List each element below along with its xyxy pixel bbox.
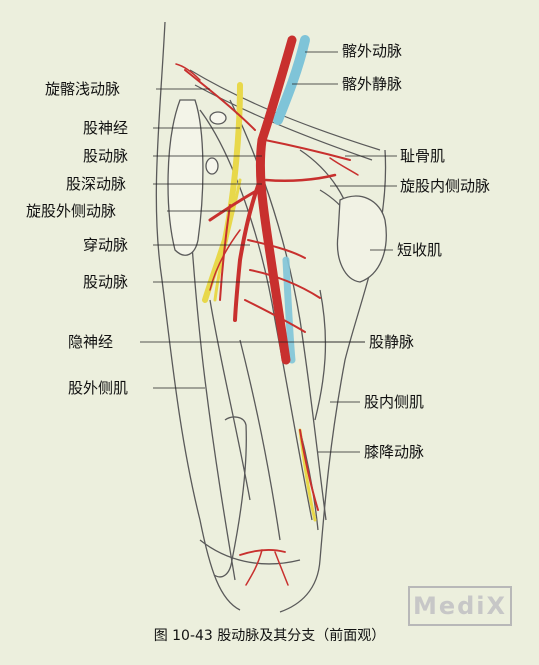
label-femoral-nerve: 股神经	[83, 119, 129, 137]
label-external-iliac-vein: 髂外静脉	[342, 75, 403, 93]
label-femoral-vein: 股静脉	[369, 333, 415, 351]
label-vastus-lateralis: 股外侧肌	[68, 379, 129, 397]
veins	[273, 35, 310, 125]
label-deep-femoral-artery: 股深动脉	[66, 175, 127, 193]
label-medial-circumflex-femoral-artery: 旋股内侧动脉	[400, 177, 491, 195]
label-saphenous-nerve: 隐神经	[68, 333, 114, 351]
label-pectineus: 耻骨肌	[400, 147, 446, 165]
label-femoral-artery-upper: 股动脉	[83, 147, 129, 165]
label-adductor-brevis: 短收肌	[397, 241, 443, 259]
label-lateral-circumflex-femoral-artery: 旋股外侧动脉	[26, 202, 117, 220]
arteries	[175, 35, 359, 586]
label-superficial-circumflex-iliac-artery: 旋髂浅动脉	[45, 80, 121, 98]
label-descending-genicular-artery: 膝降动脉	[364, 443, 425, 461]
label-perforating-arteries: 穿动脉	[83, 236, 129, 254]
label-vastus-medialis: 股内侧肌	[364, 393, 425, 411]
muscle-outlines	[155, 21, 387, 613]
watermark-logo: MediX	[408, 586, 512, 626]
label-femoral-artery-middle: 股动脉	[83, 273, 129, 291]
label-external-iliac-artery: 髂外动脉	[342, 42, 403, 60]
leader-lines	[140, 51, 397, 453]
figure-caption: 图 10-43 股动脉及其分支（前面观）	[153, 628, 386, 644]
